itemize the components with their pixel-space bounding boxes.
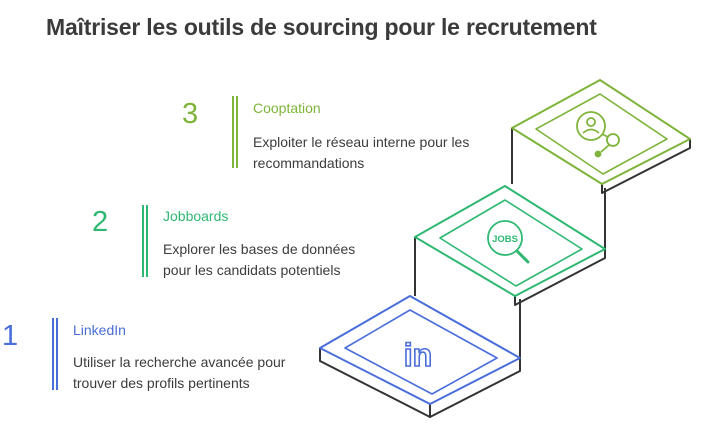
step-3-description: Exploiter le réseau interne pour les rec… [253, 134, 470, 171]
svg-text:JOBS: JOBS [492, 234, 518, 245]
step-1-description: Utiliser la recherche avancée pour trouv… [73, 354, 286, 391]
jobs-search-icon: JOBS [487, 220, 530, 264]
linkedin-icon: in [404, 337, 432, 373]
step-2-bar [142, 205, 148, 277]
step-3-number: 3 [182, 98, 199, 130]
step-1-label: LinkedIn [73, 322, 126, 338]
stair-outline [319, 128, 691, 418]
step-2-description: Explorer les bases de données pour les c… [163, 241, 356, 278]
step-1-number: 1 [2, 320, 19, 352]
step-3-platform [511, 79, 691, 185]
step-3-bar [232, 96, 238, 168]
referral-network-icon [576, 111, 620, 158]
step-2-number: 2 [92, 206, 109, 238]
step-1-platform: in [319, 295, 521, 405]
step-3-label: Cooptation [253, 100, 321, 116]
step-2-label: Jobboards [163, 208, 229, 224]
diagram-title: Maîtriser les outils de sourcing pour le… [46, 14, 597, 40]
step-1-bar [52, 318, 58, 390]
step-2-platform: JOBS [414, 185, 606, 297]
